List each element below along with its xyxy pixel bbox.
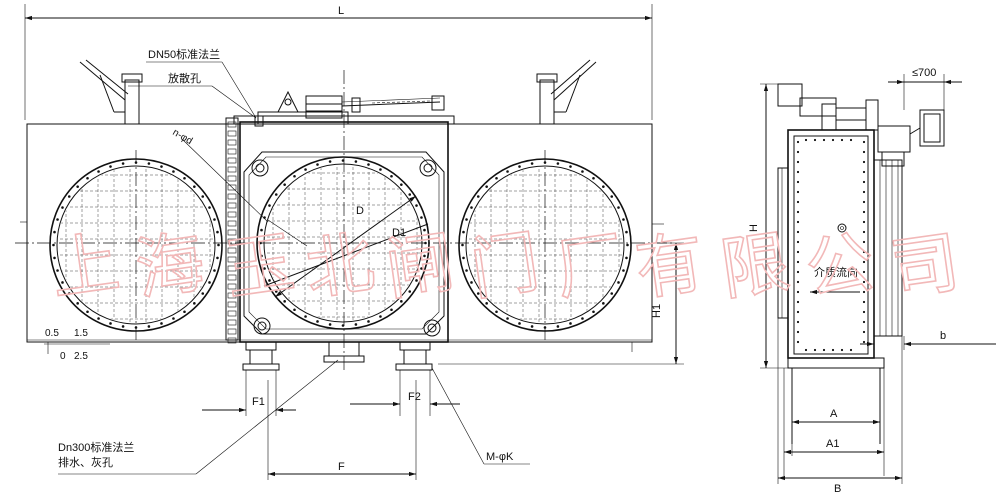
label-F1: F1 <box>252 396 265 408</box>
side-view: H ≤700 b 介质流向 A A1 <box>748 67 996 495</box>
watermark-char: 闸 <box>381 223 459 311</box>
label-H1: H1 <box>651 304 663 318</box>
label-le-700: ≤700 <box>912 67 936 79</box>
watermark-char: 北 <box>301 223 379 311</box>
label-B: B <box>834 483 841 495</box>
label-b: b <box>940 330 946 342</box>
dimension-B: B <box>777 318 903 495</box>
label-1-5: 1.5 <box>74 328 88 339</box>
watermark-char: 上 <box>46 223 124 311</box>
label-0-5: 0.5 <box>45 328 59 339</box>
label-M-phi-K: M-φK <box>486 451 514 463</box>
dimension-A1: A1 <box>784 438 884 455</box>
label-D: D <box>356 205 364 217</box>
label-n-phi-d: n-φd <box>171 127 195 147</box>
label-D1: D1 <box>392 227 406 239</box>
right-lift-arm <box>536 59 597 125</box>
top-mechanism <box>254 90 445 127</box>
label-2-5: 2.5 <box>74 351 88 362</box>
label-L: L <box>338 5 344 17</box>
label-0: 0 <box>60 351 66 362</box>
label-F2: F2 <box>408 391 421 403</box>
label-drain-ash-hole: 排水、灰孔 <box>58 455 113 469</box>
watermark-char: 海 <box>131 223 209 311</box>
dimension-A: A <box>792 408 880 425</box>
dimension-H: H <box>748 83 788 369</box>
label-medium-flow-direction: 介质流向 <box>814 265 858 279</box>
watermark-char: 玉 <box>221 223 299 311</box>
label-A: A <box>830 408 838 420</box>
company-watermark: 上海玉北闸门厂有限公司 <box>45 222 965 311</box>
watermark-char: 有 <box>631 223 709 311</box>
left-rail <box>225 117 239 344</box>
bottom-nozzles <box>242 341 433 371</box>
dimension-F1: F1 <box>202 396 296 413</box>
label-vent-hole: 放散孔 <box>168 71 201 85</box>
dimension-H1: H1 <box>438 242 684 365</box>
corner-bolts <box>251 159 441 337</box>
label-dn300-flange: Dn300标准法兰 <box>58 440 134 454</box>
label-H: H <box>748 224 760 232</box>
dim-D-line <box>274 195 417 298</box>
dimension-F: F <box>268 461 416 477</box>
label-dn50-flange: DN50标准法兰 <box>148 47 220 61</box>
dimension-b: b <box>860 330 996 350</box>
front-view: L <box>15 4 684 480</box>
dimension-F2: F2 <box>350 391 460 407</box>
watermark-char: 司 <box>886 223 964 311</box>
label-A1: A1 <box>826 438 839 450</box>
watermark-char: 门 <box>466 223 544 311</box>
dimension-le700: ≤700 <box>888 67 962 110</box>
watermark-char: 限 <box>716 223 794 311</box>
left-lift-arm <box>79 59 143 125</box>
dimension-L: L <box>24 4 653 120</box>
watermark-char: 厂 <box>551 223 629 311</box>
label-F: F <box>338 461 345 473</box>
watermark-char: 公 <box>801 223 879 311</box>
